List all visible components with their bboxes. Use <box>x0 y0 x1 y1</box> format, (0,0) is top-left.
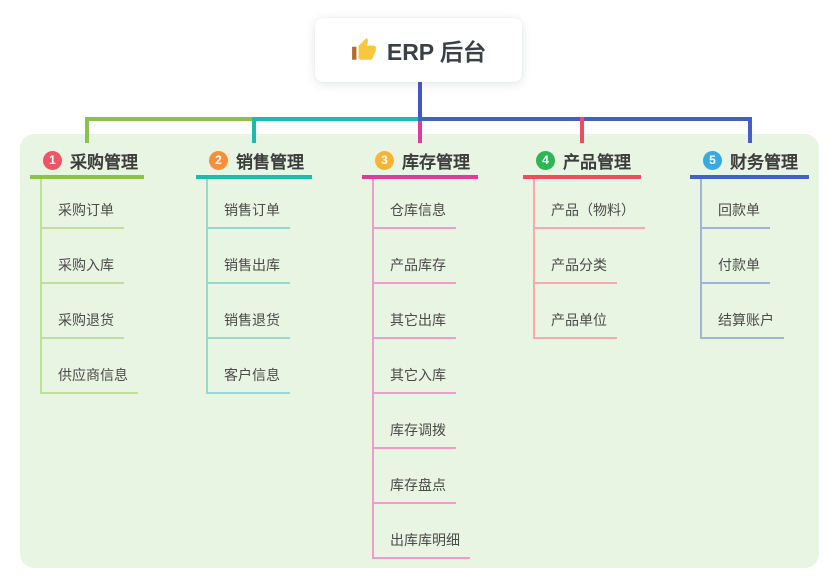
child-node[interactable]: 销售退货 <box>208 284 290 339</box>
branch-5: 5 财务管理 <box>690 149 809 179</box>
child-node[interactable]: 销售出库 <box>208 229 290 284</box>
branch-title-label: 采购管理 <box>70 152 138 172</box>
child-node[interactable]: 付款单 <box>702 229 770 284</box>
root-node-label: ERP 后台 <box>386 39 487 65</box>
root-connector-line <box>418 82 422 119</box>
branch-title-label: 财务管理 <box>730 152 798 172</box>
branch-number-badge: 2 <box>209 150 228 170</box>
thumbs-up-icon <box>351 37 377 63</box>
child-node[interactable]: 其它入库 <box>374 339 456 394</box>
branch-number-badge: 3 <box>375 150 394 170</box>
branch-children: 销售订单销售出库销售退货客户信息 <box>206 179 290 394</box>
branch-children: 回款单付款单结算账户 <box>700 179 784 339</box>
branch-drop-line <box>252 117 256 143</box>
child-node[interactable]: 结算账户 <box>702 284 784 339</box>
branch-title[interactable]: 1 采购管理 <box>30 149 144 179</box>
branch-children: 产品（物料）产品分类产品单位 <box>533 179 645 339</box>
child-node[interactable]: 其它出库 <box>374 284 456 339</box>
branch-drop-line <box>418 121 422 143</box>
branch-title[interactable]: 5 财务管理 <box>690 149 809 179</box>
connector-horizontal-line <box>85 117 256 121</box>
child-node[interactable]: 销售订单 <box>208 179 290 229</box>
branch-4: 4 产品管理 <box>523 149 641 179</box>
branch-title-label: 销售管理 <box>236 152 304 172</box>
branch-2: 2 销售管理 <box>196 149 312 179</box>
branch-1: 1 采购管理 <box>30 149 144 179</box>
child-node[interactable]: 库存盘点 <box>374 449 456 504</box>
branch-number-badge: 4 <box>536 150 555 170</box>
child-node[interactable]: 产品库存 <box>374 229 456 284</box>
branch-children: 采购订单采购入库采购退货供应商信息 <box>40 179 138 394</box>
branches-panel <box>20 134 819 568</box>
branch-drop-line <box>748 117 752 143</box>
branch-title[interactable]: 4 产品管理 <box>523 149 641 179</box>
child-node[interactable]: 客户信息 <box>208 339 290 394</box>
branch-drop-line <box>85 117 89 143</box>
branch-children: 仓库信息产品库存其它出库其它入库库存调拨库存盘点出库库明细 <box>372 179 470 559</box>
child-node[interactable]: 出库库明细 <box>374 504 470 559</box>
child-node[interactable]: 供应商信息 <box>42 339 138 394</box>
branch-title[interactable]: 2 销售管理 <box>196 149 312 179</box>
branch-title[interactable]: 3 库存管理 <box>362 149 478 179</box>
root-node[interactable]: ERP 后台 <box>315 18 522 82</box>
child-node[interactable]: 产品分类 <box>535 229 617 284</box>
child-node[interactable]: 库存调拨 <box>374 394 456 449</box>
branch-title-label: 产品管理 <box>563 152 631 172</box>
branch-drop-line <box>580 117 584 143</box>
child-node[interactable]: 产品（物料） <box>535 179 645 229</box>
connector-horizontal-line <box>252 117 422 121</box>
branch-title-label: 库存管理 <box>402 152 470 172</box>
child-node[interactable]: 回款单 <box>702 179 770 229</box>
child-node[interactable]: 采购订单 <box>42 179 124 229</box>
branch-3: 3 库存管理 <box>362 149 478 179</box>
child-node[interactable]: 采购退货 <box>42 284 124 339</box>
branch-number-badge: 5 <box>703 150 722 170</box>
child-node[interactable]: 产品单位 <box>535 284 617 339</box>
connector-horizontal-line <box>418 117 752 121</box>
child-node[interactable]: 仓库信息 <box>374 179 456 229</box>
branch-number-badge: 1 <box>43 150 62 170</box>
child-node[interactable]: 采购入库 <box>42 229 124 284</box>
